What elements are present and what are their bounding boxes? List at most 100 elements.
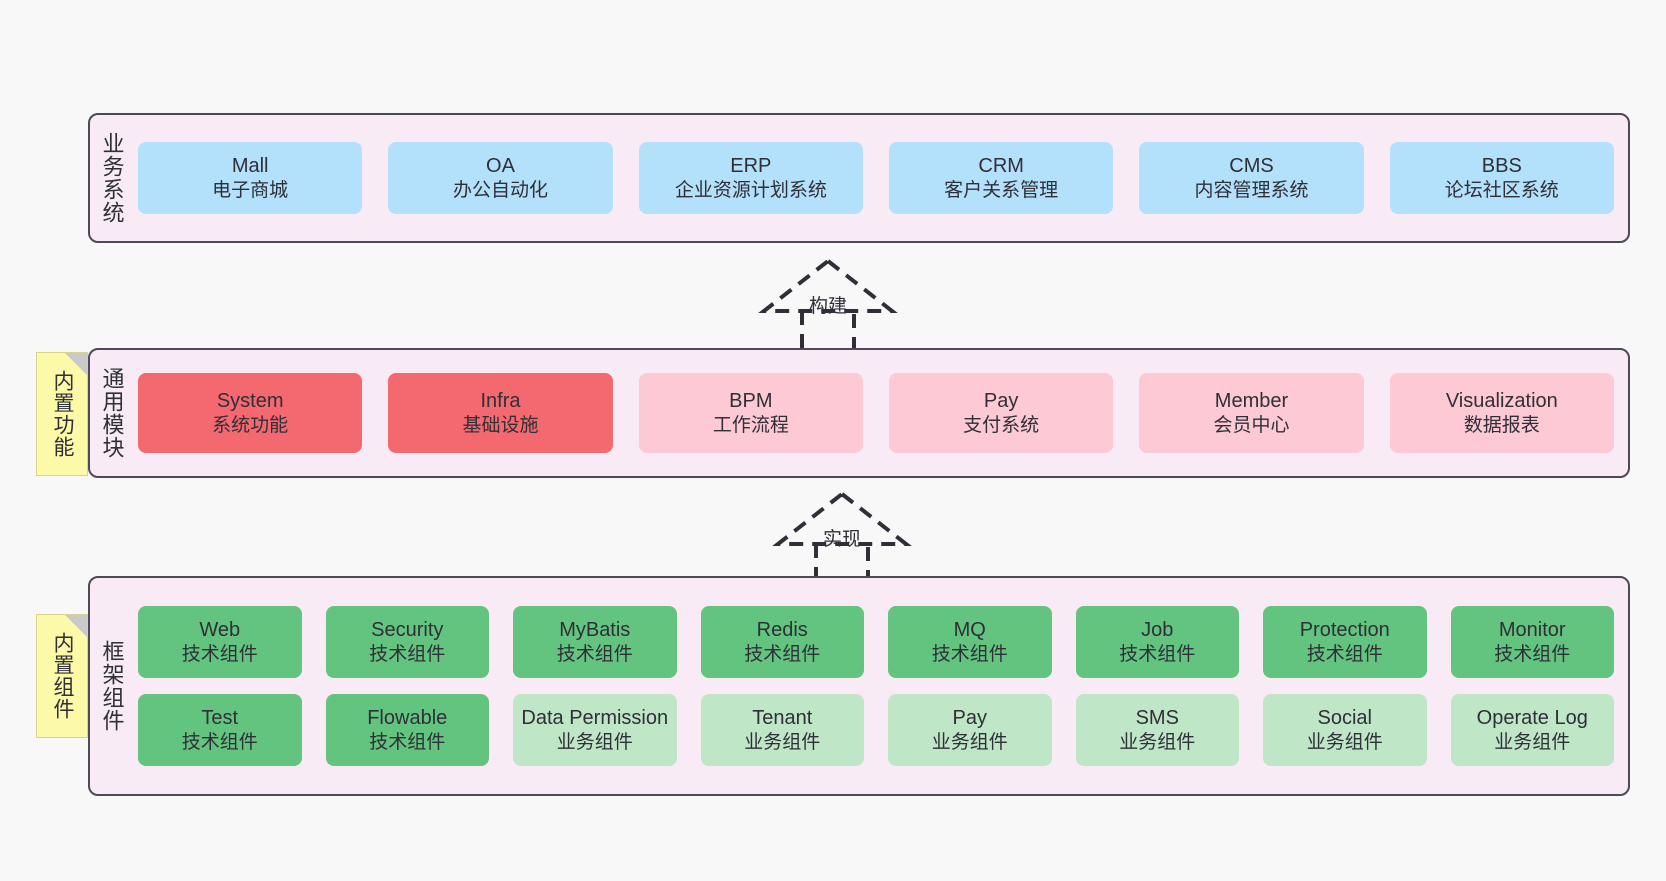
generalization-arrowhead-icon xyxy=(772,491,912,546)
card-protection[interactable]: Protection 技术组件 xyxy=(1263,606,1427,678)
card-row: System 系统功能 Infra 基础设施 BPM 工作流程 Pay 支付系统… xyxy=(138,373,1614,453)
card-subtitle: 办公自动化 xyxy=(452,179,548,201)
card-subtitle: 业务组件 xyxy=(1494,731,1571,753)
card-subtitle: 技术组件 xyxy=(1119,643,1196,665)
card-title: BBS xyxy=(1481,155,1522,178)
card-data-permission[interactable]: Data Permission 业务组件 xyxy=(513,694,677,766)
card-subtitle: 论坛社区系统 xyxy=(1444,179,1559,201)
card-subtitle: 技术组件 xyxy=(1306,643,1383,665)
card-subtitle: 技术组件 xyxy=(744,643,821,665)
connector-implement: 实现 xyxy=(752,488,932,588)
card-title: CMS xyxy=(1229,155,1274,178)
layer-body-business-system: Mall 电子商城 OA 办公自动化 ERP 企业资源计划系统 CRM 客户关系… xyxy=(132,115,1628,241)
card-operate-log[interactable]: Operate Log 业务组件 xyxy=(1450,694,1614,766)
card-subtitle: 技术组件 xyxy=(556,643,633,665)
card-crm[interactable]: CRM 客户关系管理 xyxy=(888,142,1114,214)
card-subtitle: 内容管理系统 xyxy=(1194,179,1309,201)
card-flowable[interactable]: Flowable 技术组件 xyxy=(325,694,489,766)
card-title: Social xyxy=(1317,707,1372,730)
card-subtitle: 技术组件 xyxy=(1494,643,1571,665)
card-erp[interactable]: ERP 企业资源计划系统 xyxy=(638,142,863,214)
card-row: Mall 电子商城 OA 办公自动化 ERP 企业资源计划系统 CRM 客户关系… xyxy=(138,142,1614,214)
layer-framework-component: 框架组件 Web 技术组件 Security 技术组件 MyBatis 技术组件… xyxy=(88,576,1630,796)
card-title: Data Permission xyxy=(521,707,669,730)
sticky-note-builtin-component[interactable]: 内置组件 xyxy=(36,614,88,738)
card-subtitle: 基础设施 xyxy=(462,414,539,436)
card-title: Security xyxy=(371,619,444,642)
card-test[interactable]: Test 技术组件 xyxy=(138,694,302,766)
card-subtitle: 业务组件 xyxy=(556,731,633,753)
card-title: System xyxy=(216,390,284,413)
card-row: Test 技术组件 Flowable 技术组件 Data Permission … xyxy=(138,694,1614,766)
card-title: Job xyxy=(1141,619,1174,642)
card-subtitle: 数据报表 xyxy=(1463,414,1540,436)
layer-body-common-module: System 系统功能 Infra 基础设施 BPM 工作流程 Pay 支付系统… xyxy=(132,350,1628,476)
connector-label-implement: 实现 xyxy=(822,529,861,550)
card-title: BPM xyxy=(729,390,773,413)
card-title: Redis xyxy=(756,619,808,642)
card-tenant[interactable]: Tenant 业务组件 xyxy=(700,694,864,766)
layer-title-framework-component: 框架组件 xyxy=(99,640,125,732)
card-sms[interactable]: SMS 业务组件 xyxy=(1075,694,1239,766)
card-title: Mall xyxy=(231,155,269,178)
card-mall[interactable]: Mall 电子商城 xyxy=(138,142,363,214)
card-subtitle: 支付系统 xyxy=(963,414,1040,436)
card-title: MyBatis xyxy=(559,619,631,642)
card-oa[interactable]: OA 办公自动化 xyxy=(388,142,613,214)
layer-title-common-module: 通用模块 xyxy=(99,367,125,459)
card-system[interactable]: System 系统功能 xyxy=(138,373,363,453)
card-social[interactable]: Social 业务组件 xyxy=(1263,694,1427,766)
card-subtitle: 企业资源计划系统 xyxy=(674,179,827,201)
card-member[interactable]: Member 会员中心 xyxy=(1139,373,1364,453)
layer-common-module: 通用模块 System 系统功能 Infra 基础设施 BPM 工作流程 Pay… xyxy=(88,348,1630,478)
card-title: Monitor xyxy=(1498,619,1566,642)
layer-business-system: 业务系统 Mall 电子商城 OA 办公自动化 ERP 企业资源计划系统 CRM… xyxy=(88,113,1630,243)
card-title: Tenant xyxy=(752,707,813,730)
folded-corner-icon xyxy=(65,615,87,637)
sticky-note-builtin-function[interactable]: 内置功能 xyxy=(36,352,88,476)
card-bpm[interactable]: BPM 工作流程 xyxy=(638,373,863,453)
card-subtitle: 会员中心 xyxy=(1213,414,1290,436)
layer-body-framework-component: Web 技术组件 Security 技术组件 MyBatis 技术组件 Redi… xyxy=(132,578,1628,794)
card-row: Web 技术组件 Security 技术组件 MyBatis 技术组件 Redi… xyxy=(138,606,1614,678)
folded-corner-icon xyxy=(65,353,87,375)
connector-label-build: 构建 xyxy=(808,296,847,317)
card-pay-business[interactable]: Pay 业务组件 xyxy=(888,694,1052,766)
card-title: ERP xyxy=(730,155,772,178)
card-title: OA xyxy=(486,155,515,178)
card-pay[interactable]: Pay 支付系统 xyxy=(888,373,1114,453)
card-cms[interactable]: CMS 内容管理系统 xyxy=(1139,142,1364,214)
card-mybatis[interactable]: MyBatis 技术组件 xyxy=(513,606,677,678)
card-mq[interactable]: MQ 技术组件 xyxy=(888,606,1052,678)
card-web[interactable]: Web 技术组件 xyxy=(138,606,302,678)
card-title: Test xyxy=(201,707,239,730)
layer-title-business-system: 业务系统 xyxy=(99,132,125,224)
card-subtitle: 技术组件 xyxy=(181,643,258,665)
card-title: MQ xyxy=(953,619,986,642)
card-subtitle: 业务组件 xyxy=(1119,731,1196,753)
card-redis[interactable]: Redis 技术组件 xyxy=(700,606,864,678)
card-title: SMS xyxy=(1135,707,1179,730)
card-security[interactable]: Security 技术组件 xyxy=(325,606,489,678)
card-subtitle: 技术组件 xyxy=(931,643,1008,665)
card-title: Member xyxy=(1214,390,1289,413)
card-title: Pay xyxy=(983,390,1019,413)
card-subtitle: 业务组件 xyxy=(931,731,1008,753)
generalization-arrowhead-icon xyxy=(758,258,898,313)
card-subtitle: 业务组件 xyxy=(744,731,821,753)
card-monitor[interactable]: Monitor 技术组件 xyxy=(1450,606,1614,678)
card-title: Flowable xyxy=(367,707,448,730)
card-infra[interactable]: Infra 基础设施 xyxy=(388,373,613,453)
sticky-note-label: 内置功能 xyxy=(51,370,75,458)
sticky-note-label: 内置组件 xyxy=(51,632,75,720)
card-subtitle: 工作流程 xyxy=(712,414,789,436)
card-visualization[interactable]: Visualization 数据报表 xyxy=(1389,373,1614,453)
card-subtitle: 系统功能 xyxy=(212,414,289,436)
card-title: Operate Log xyxy=(1476,707,1588,730)
card-job[interactable]: Job 技术组件 xyxy=(1075,606,1239,678)
card-title: Pay xyxy=(952,707,987,730)
card-subtitle: 客户关系管理 xyxy=(944,179,1059,201)
connector-build: 构建 xyxy=(738,255,918,355)
card-bbs[interactable]: BBS 论坛社区系统 xyxy=(1389,142,1614,214)
card-subtitle: 技术组件 xyxy=(181,731,258,753)
